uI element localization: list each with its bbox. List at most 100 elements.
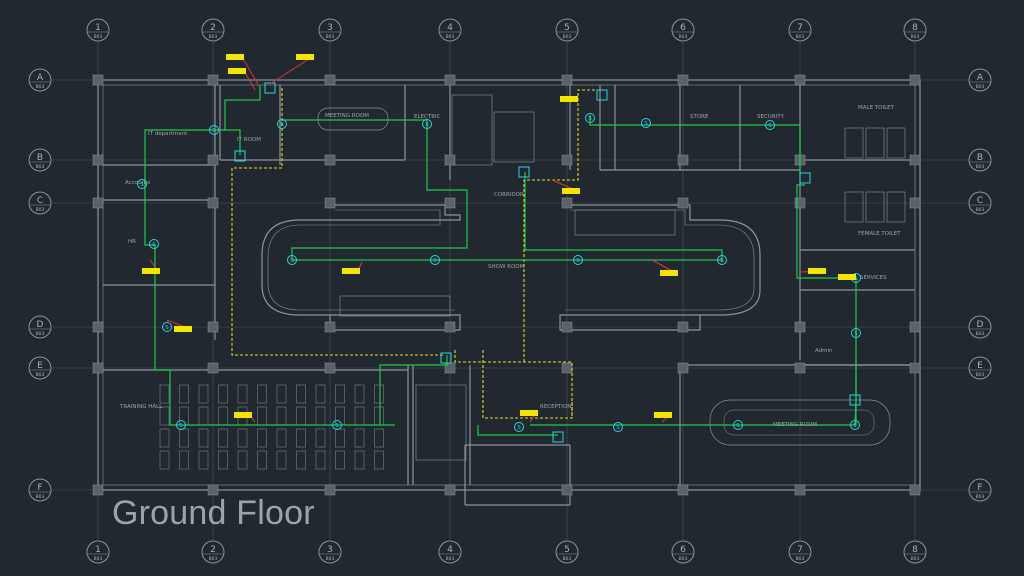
column-block (207, 321, 219, 333)
annotation-tag (234, 412, 256, 423)
device-icon: S (585, 113, 595, 123)
column-block (324, 154, 336, 166)
desk (257, 428, 267, 448)
tag-label (342, 268, 360, 274)
tag-label (228, 68, 246, 74)
grid-col-number: 3 (327, 545, 333, 555)
column-block (92, 362, 104, 374)
grid-row-sub: B03 (976, 84, 985, 90)
desk (354, 428, 365, 448)
desk (374, 450, 384, 470)
room-label-store: STORE (690, 114, 709, 120)
power-routing (231, 88, 598, 419)
device-icon-glyph: S (165, 325, 169, 331)
grid-bubble-circle (788, 18, 812, 42)
column-block (207, 362, 219, 374)
plan-title: Ground Floor (112, 494, 315, 532)
column-block (561, 321, 573, 333)
leader-line (269, 56, 313, 85)
device-icon: S (733, 420, 743, 430)
device-icon-ring (332, 420, 342, 430)
room-label-accounts: Accounts (125, 180, 150, 186)
device-icon: S (422, 119, 432, 129)
room-label-female-toilet: FEMALE TOILET (858, 231, 901, 237)
room-label-electric: ELECTRIC (414, 114, 441, 120)
grid-col-number: 6 (680, 23, 686, 33)
device-icon-glyph: S (152, 242, 156, 248)
grid-col-sub: B03 (563, 34, 572, 40)
device-icon-ring (850, 420, 860, 430)
grid-row-letter: A (977, 73, 984, 83)
grid-col-number: 4 (447, 23, 453, 33)
grid-col-sub: B03 (209, 556, 218, 562)
desk (159, 384, 170, 404)
device-icon-glyph: S (720, 258, 724, 264)
desk (159, 406, 170, 426)
annotation-tags (142, 54, 856, 423)
outer-wall (97, 79, 921, 491)
annotation-tag (551, 179, 580, 194)
device-icon-ring (514, 422, 524, 432)
grid-bubble-circle (28, 148, 52, 172)
device-icon: S (430, 255, 440, 265)
grid-col-sub: B03 (446, 556, 455, 562)
grid-row-letter: D (37, 320, 44, 330)
desk (237, 384, 248, 404)
desk (218, 450, 228, 470)
grid-row-letter: C (37, 196, 43, 206)
device-icon-glyph: S (736, 423, 740, 429)
grid-row-letter: C (977, 196, 983, 206)
grid-col-sub: B03 (94, 34, 103, 40)
device-icon-ring (765, 120, 775, 130)
grid-row-letter: B (977, 153, 983, 163)
desk (296, 428, 306, 448)
device-icon-glyph: S (179, 423, 183, 429)
leader-line (241, 56, 259, 85)
room-label-services: SERVICES (860, 275, 887, 281)
desk (257, 450, 267, 470)
column-block (677, 484, 689, 496)
column-block (92, 197, 104, 209)
grid-col-sub: B03 (796, 556, 805, 562)
device-icon: S (287, 255, 297, 265)
column-block (324, 321, 336, 333)
desk (276, 428, 287, 448)
tag-label (838, 274, 856, 280)
desk (354, 450, 365, 470)
grid-col-number: 7 (797, 545, 803, 555)
device-icon-ring (209, 125, 219, 135)
grid-bubble-circle (86, 540, 110, 564)
tag-label (296, 54, 314, 60)
column-block (324, 74, 336, 86)
device-icon-ring (422, 119, 432, 129)
desk (218, 384, 228, 404)
desk (237, 428, 248, 448)
desk (296, 384, 306, 404)
showroom-display (574, 209, 676, 236)
annotation-tag (226, 54, 259, 85)
grid-row-letter: A (37, 73, 44, 83)
grid-col-number: 1 (95, 23, 101, 33)
training-desks (159, 384, 384, 470)
device-icon-glyph: S (768, 123, 772, 129)
grid-col-sub: B03 (679, 556, 688, 562)
grid-bubble-circle (201, 18, 225, 42)
device-icon-glyph: S (576, 258, 580, 264)
grid-bubble-circle (968, 148, 992, 172)
column-block (794, 74, 806, 86)
room-label-male-toilet: MALE TOILET (858, 105, 895, 111)
column-block (677, 362, 689, 374)
device-icon-ring (137, 179, 147, 189)
desk (335, 384, 345, 404)
